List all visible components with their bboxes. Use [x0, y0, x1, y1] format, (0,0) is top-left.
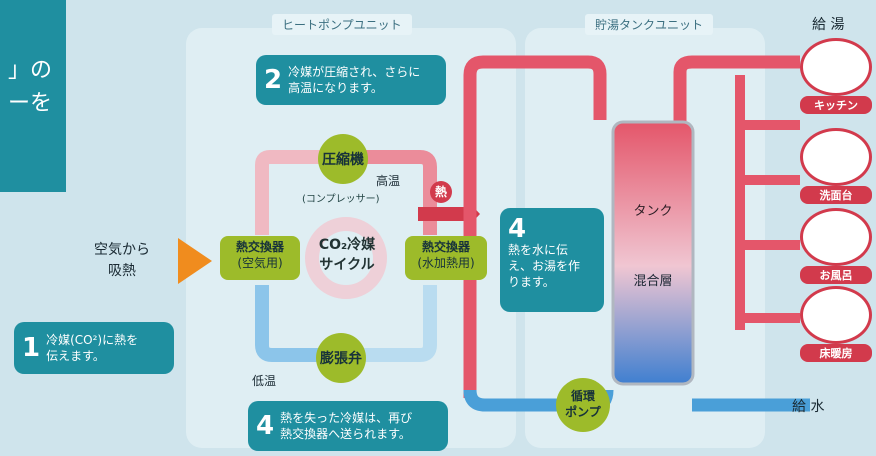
cycle-label: CO₂冷媒 サイクル [312, 236, 382, 275]
faucet-icon [800, 38, 872, 96]
hx-air-line2: (空気用) [237, 255, 283, 270]
heat-badge: 熱 [430, 181, 452, 203]
left-partial-line1: 」の [8, 58, 53, 83]
step-1-box: 1 冷媒(CO²)に熱を 伝えます。 [14, 322, 174, 374]
fixture-floor-heating: 床暖房 [800, 286, 872, 362]
step-4-bottom-box: 4 熱を失った冷媒は、再び 熱交換器へ送られます。 [248, 401, 448, 451]
air-intake-line1: 空気から [94, 242, 150, 258]
step-4-bottom-number: 4 [256, 411, 275, 441]
temp-high: 高温 [376, 174, 401, 188]
fixture-bath: お風呂 [800, 208, 872, 284]
expansion-valve: 膨張弁 [316, 333, 366, 383]
step-2-box: 2 冷媒が圧縮され、さらに 高温になります。 [256, 55, 446, 105]
hx-water-line2: (水加熱用) [417, 255, 475, 270]
tank-top-label: タンク [633, 204, 673, 219]
left-panel [0, 0, 66, 192]
fixture-washbasin: 洗面台 [800, 128, 872, 204]
fixture-kitchen-label: キッチン [800, 96, 872, 114]
compressor: 圧縮機 [318, 134, 368, 184]
cycle-line1: CO₂冷媒 [318, 237, 376, 253]
tank-body [611, 120, 695, 386]
step-4-right-number: 4 [508, 214, 527, 244]
hot-supply-label: 給 湯 [812, 17, 845, 33]
step-4-right-text: 熱を水に伝 え、お湯を作 ります。 [508, 243, 581, 290]
step-2-text: 冷媒が圧縮され、さらに 高温になります。 [288, 64, 421, 95]
bathtub-icon [800, 208, 872, 266]
air-intake-label: 空気から 吸熱 [94, 240, 150, 282]
hx-water-line1: 熱交換器 [421, 240, 470, 254]
fixture-washbasin-label: 洗面台 [800, 186, 872, 204]
tank-mid-label: 混合層 [633, 274, 673, 289]
step-2-number: 2 [264, 65, 283, 95]
heat-pump-unit-label: ヒートポンプユニット [272, 14, 412, 35]
hx-water: 熱交換器 (水加熱用) [405, 236, 487, 280]
step-4-right-box: 4 熱を水に伝 え、お湯を作 ります。 [500, 208, 604, 312]
step-1-text: 冷媒(CO²)に熱を 伝えます。 [46, 332, 139, 363]
cycle-line2: サイクル [319, 256, 375, 273]
cold-supply-label: 給 水 [792, 399, 825, 415]
floor-heating-icon [800, 286, 872, 344]
fixture-bath-label: お風呂 [800, 266, 872, 284]
hx-air-line1: 熱交換器 [235, 240, 284, 254]
step-1-number: 1 [22, 333, 41, 363]
fixture-kitchen: キッチン [800, 38, 872, 114]
pump-line1: 循環 [570, 389, 595, 404]
tank-unit-label: 貯湯タンクユニット [585, 14, 714, 35]
left-partial-line2: ーを [8, 91, 53, 116]
circulation-pump: 循環 ポンプ [556, 378, 610, 432]
hx-air: 熱交換器 (空気用) [220, 236, 300, 280]
step-4-bottom-text: 熱を失った冷媒は、再び 熱交換器へ送られます。 [280, 410, 413, 441]
washbasin-icon [800, 128, 872, 186]
compressor-sub: (コンプレッサー) [302, 194, 380, 205]
temp-low: 低温 [252, 374, 277, 388]
air-intake-line2: 吸熱 [108, 263, 136, 279]
pump-line2: ポンプ [565, 405, 601, 419]
fixture-floor-heating-label: 床暖房 [800, 344, 872, 362]
